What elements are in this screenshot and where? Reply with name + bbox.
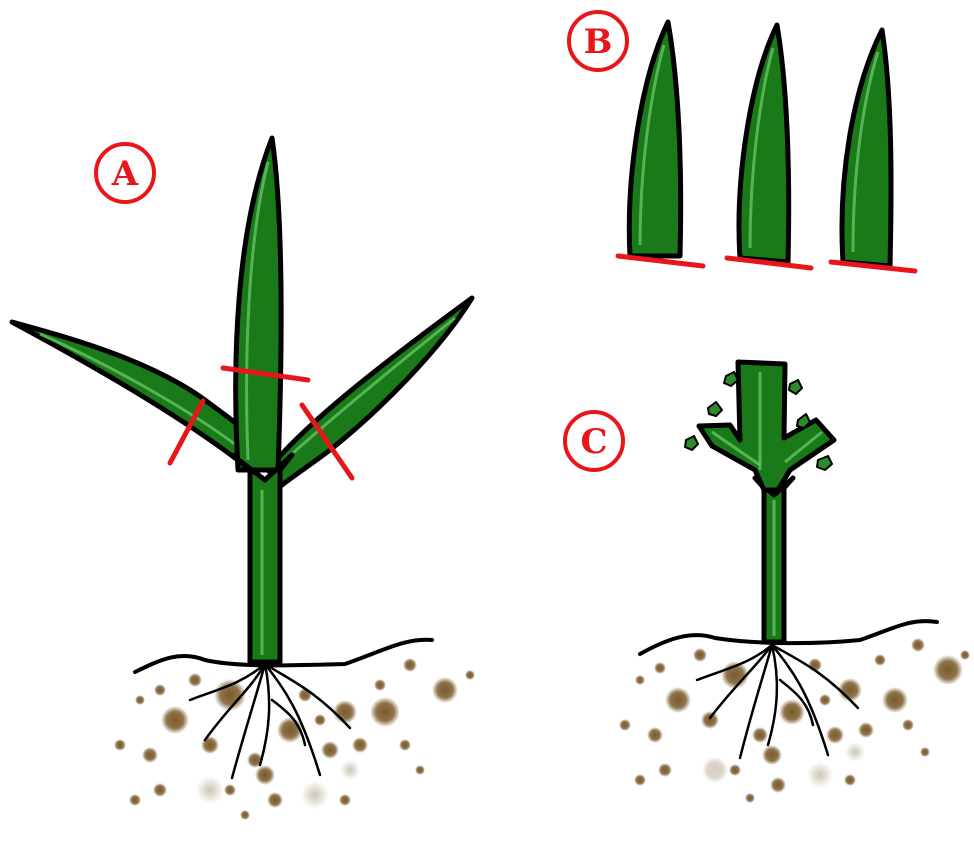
label-a-badge: A	[96, 144, 154, 202]
trimmed-crown-c	[699, 362, 834, 490]
leaf-left-a	[12, 322, 255, 468]
plant-c: C	[565, 362, 970, 803]
stem-c	[755, 478, 793, 642]
label-a: A	[111, 154, 139, 194]
cutting-1	[629, 22, 680, 256]
ground-line-c	[640, 621, 937, 654]
label-b-badge: B	[569, 12, 627, 70]
bud-icon	[817, 456, 832, 470]
cuttings-b: B	[569, 12, 915, 271]
plant-a: A	[12, 138, 475, 820]
ground-line-a	[135, 640, 432, 672]
cutting-3	[842, 30, 891, 266]
bud-icon	[789, 380, 802, 394]
bud-icon	[685, 436, 698, 450]
bud-icon	[708, 402, 722, 416]
leaf-right-a	[268, 298, 472, 485]
label-c-badge: C	[565, 412, 623, 470]
leaf-center-a	[236, 138, 281, 470]
roots-a	[190, 664, 350, 778]
bud-icon	[724, 372, 738, 386]
soil-c	[619, 638, 970, 803]
cutting-2	[739, 25, 789, 262]
label-c: C	[580, 422, 607, 462]
label-b: B	[584, 22, 613, 62]
